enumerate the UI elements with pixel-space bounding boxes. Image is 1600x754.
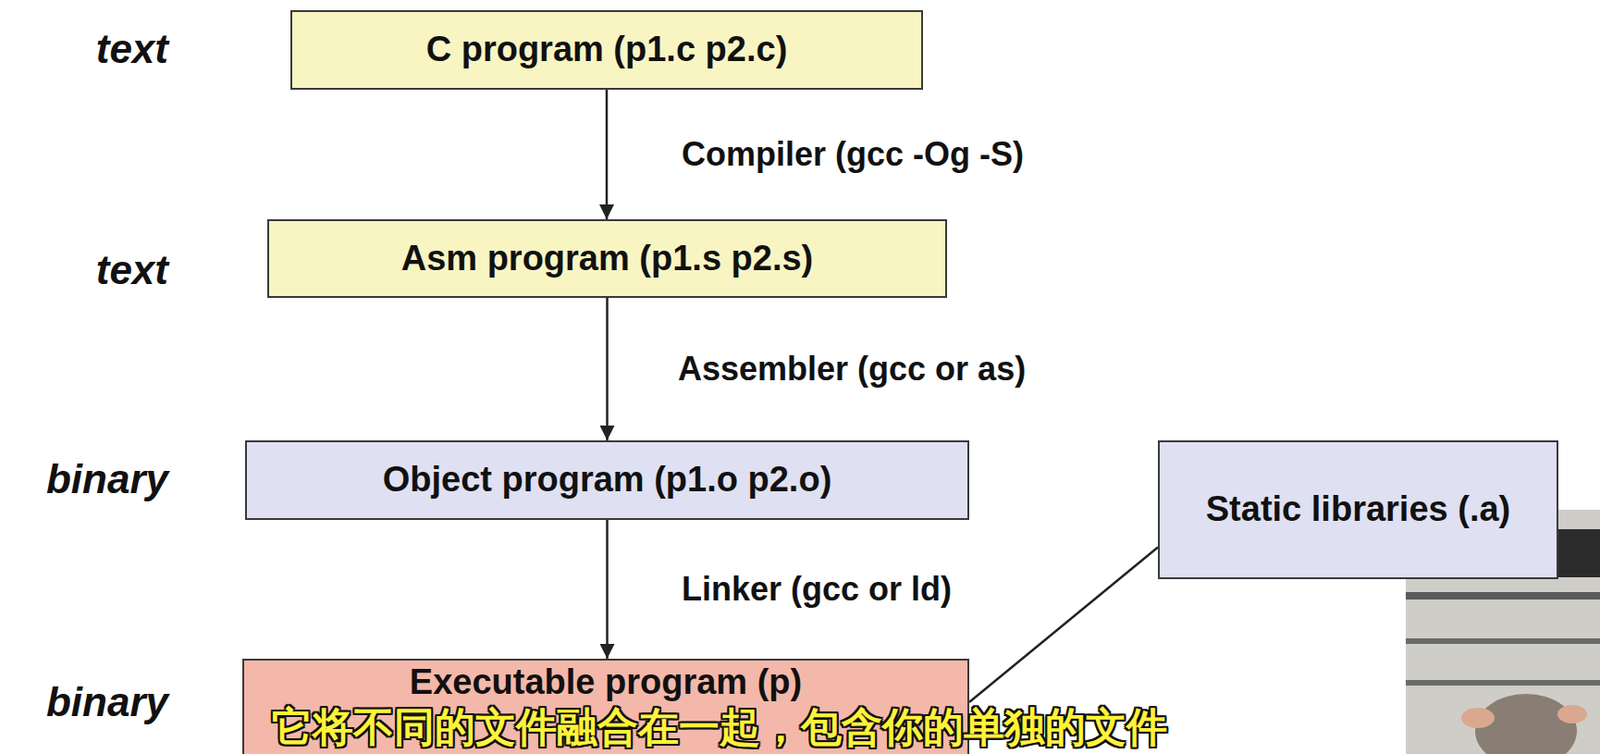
format-label: binary [46,455,169,504]
format-label: text [96,246,169,295]
flow-arrow [605,519,609,659]
library-box: Static libraries (.a) [1157,440,1559,579]
flow-arrow [605,89,609,220]
tool-label: Linker (gcc or ld) [681,569,952,608]
video-hand [1557,704,1588,724]
box-text: C program (p1.c p2.c) [426,29,788,71]
tool-label: Compiler (gcc -Og -S) [681,135,1024,173]
assembly-box: Asm program (p1.s p2.s) [267,219,948,298]
flow-arrow [969,547,1158,703]
format-label: text [96,25,169,74]
source-box: C program (p1.c p2.c) [290,10,924,90]
box-text: Executable program (p) [409,662,802,703]
flow-arrow [605,297,609,441]
box-text: Static libraries (.a) [1206,489,1511,530]
video-subtitle: 它将不同的文件融合在一起，包含你的单独的文件 [271,703,1168,751]
video-shelf [1405,591,1600,600]
box-text: Asm program (p1.s p2.s) [401,238,814,280]
box-text: Object program (p1.o p2.o) [382,459,833,501]
object-box: Object program (p1.o p2.o) [245,440,970,520]
video-shelf [1405,679,1600,686]
video-hand [1461,707,1495,728]
video-shelf [1405,638,1600,644]
tool-label: Assembler (gcc or as) [677,349,1026,388]
format-label: binary [46,678,169,727]
